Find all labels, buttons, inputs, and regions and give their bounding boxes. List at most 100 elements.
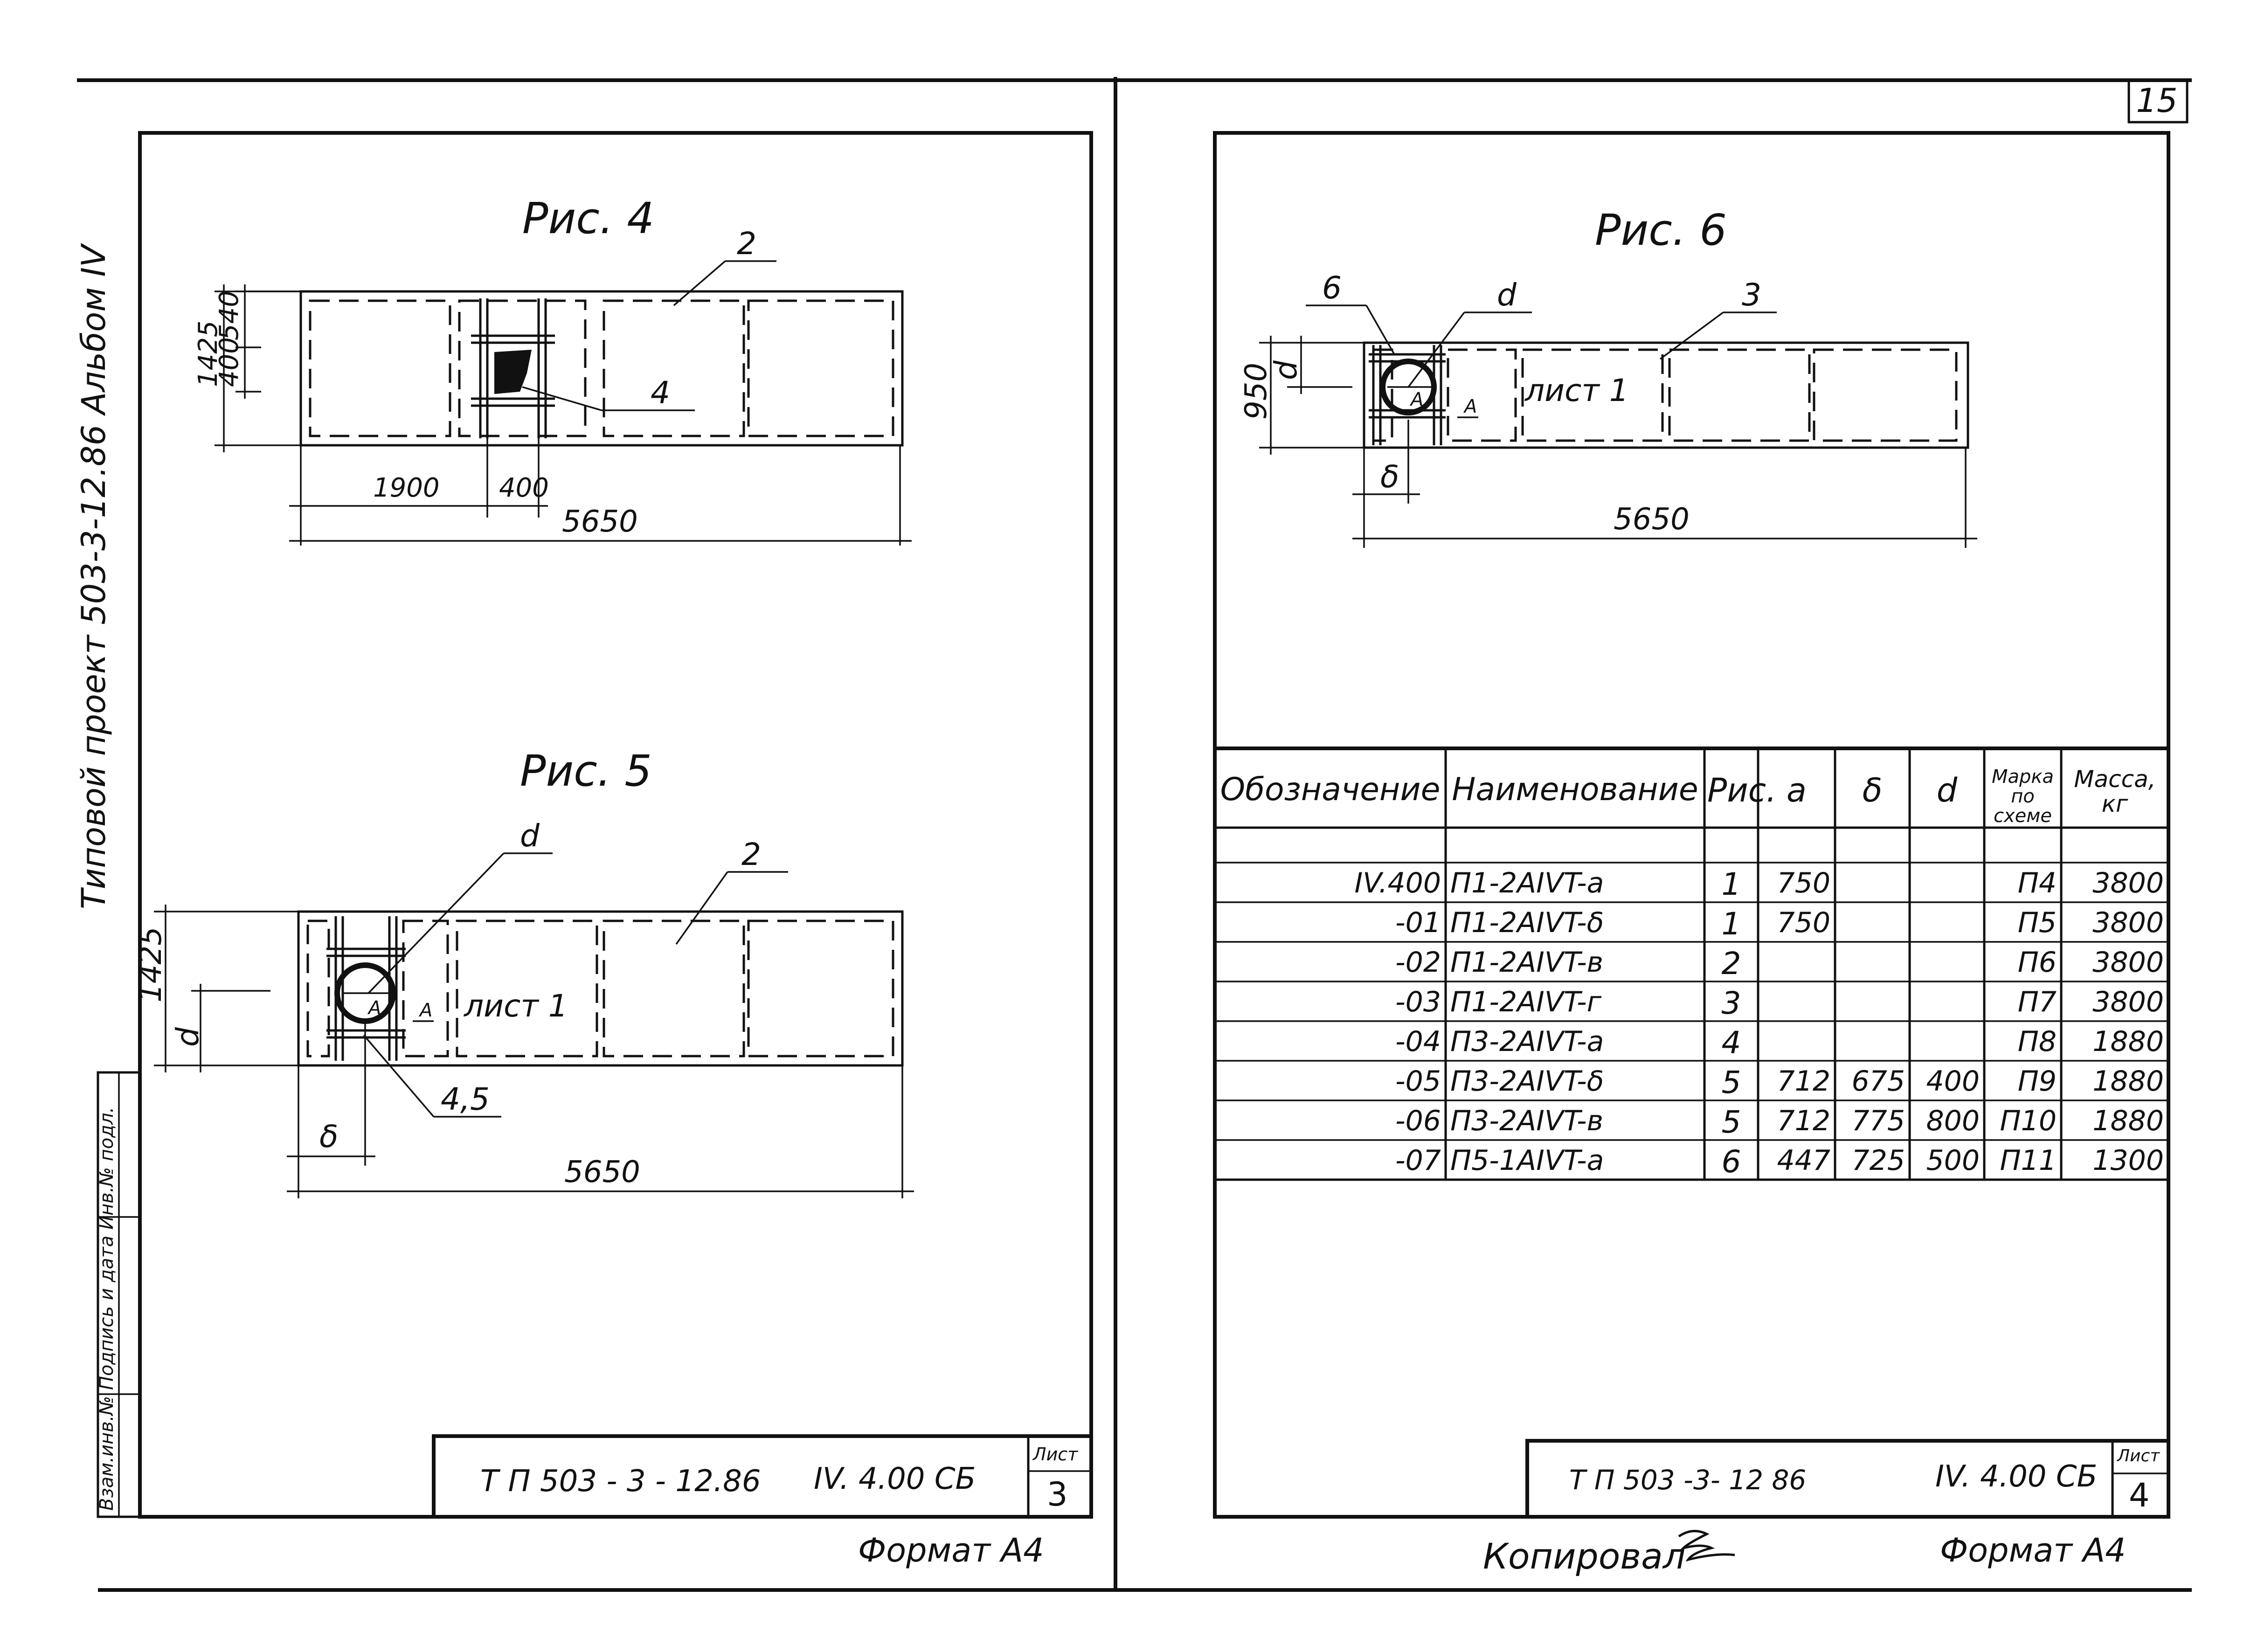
title-block-right — [1525, 1439, 2170, 1519]
svg-text:δ: δ — [1380, 459, 1399, 495]
svg-text:5650: 5650 — [562, 505, 638, 539]
table-cell: 725 — [1851, 1144, 1905, 1177]
table-cell: П5 — [2017, 906, 2057, 939]
table-cell: 447 — [1777, 1144, 1830, 1177]
left-frame — [138, 131, 1093, 1519]
table-cell: 750 — [1777, 906, 1830, 939]
signature — [1678, 1530, 1735, 1562]
table-cell: П3-2AIVT-в — [1450, 1105, 1604, 1137]
figure-4: Рис. 4 4 2 1425 540 400 — [193, 194, 912, 546]
table-cell: 775 — [1851, 1105, 1905, 1137]
table-header-cell: Марка по схеме — [1991, 766, 2054, 827]
table-header-cell: δ — [1862, 771, 1883, 809]
svg-text:A: A — [1463, 396, 1477, 417]
svg-text:2: 2 — [741, 836, 761, 872]
table-cell: -05 — [1395, 1065, 1441, 1098]
svg-text:d: d — [1268, 360, 1304, 380]
table-header-cell: Наименование — [1452, 771, 1698, 808]
table-cell: -07 — [1395, 1144, 1441, 1177]
table-cell: 1880 — [2092, 1065, 2164, 1098]
svg-text:δ: δ — [319, 1119, 338, 1154]
fig5-outline — [297, 910, 904, 1067]
stamp-left-sheet-no: 3 — [1047, 1475, 1068, 1514]
svg-text:2: 2 — [737, 226, 756, 262]
table-cell: -02 — [1395, 946, 1441, 979]
footer-format-left: Формат А4 — [858, 1531, 1044, 1569]
svg-text:6: 6 — [1322, 270, 1342, 306]
table-cell: 4 — [1721, 1025, 1741, 1061]
stamp-right-code: IV. 4.00 СБ — [1935, 1459, 2098, 1494]
svg-text:4,5: 4,5 — [441, 1081, 490, 1117]
table-cell: 3800 — [2092, 946, 2164, 979]
table-cell: П4 — [2017, 867, 2057, 899]
table-cell: 1880 — [2092, 1105, 2164, 1137]
sheet-number-box — [2127, 79, 2189, 124]
sheet-number: 15 — [2136, 82, 2177, 120]
fig6-round-opening — [1380, 359, 1437, 415]
table-cell: 3800 — [2092, 867, 2164, 899]
svg-text:d: d — [170, 1027, 206, 1047]
figure-6: Рис. 6 A A лист 1 6 d 3 950 — [1239, 205, 1977, 548]
table-cell: 750 — [1777, 867, 1830, 899]
svg-text:400: 400 — [214, 337, 244, 387]
fig4-caption: Рис. 4 — [522, 194, 654, 243]
table-cell: 6 — [1721, 1144, 1741, 1180]
table-cell: П5-1AIVT-а — [1450, 1144, 1604, 1177]
table-cell: -06 — [1395, 1105, 1441, 1137]
svg-text:540: 540 — [214, 290, 244, 340]
table-cell: П1-2AIVT-г — [1450, 986, 1602, 1018]
table-cell: -04 — [1395, 1025, 1441, 1058]
table-header-cell: d — [1936, 771, 1958, 809]
table-cell: 1880 — [2092, 1025, 2164, 1058]
table-cell: П1-2AIVT-в — [1450, 946, 1604, 979]
table-cell: П11 — [2000, 1144, 2057, 1177]
stamp-left-sheet-label: Лист — [1033, 1444, 1078, 1465]
table-header-cell: Рис. — [1707, 771, 1777, 809]
stamp-right-sheet-label: Лист — [2117, 1446, 2160, 1465]
specification-table — [1215, 747, 2168, 1181]
table-cell: П9 — [2017, 1065, 2057, 1098]
svg-text:3: 3 — [1742, 277, 1761, 313]
fig5-caption: Рис. 5 — [520, 746, 652, 796]
stamp-left-code: IV. 4.00 СБ — [814, 1462, 976, 1496]
table-cell: П3-2AIVT-δ — [1450, 1065, 1604, 1098]
footer-format-right: Формат А4 — [1940, 1531, 2126, 1569]
table-cell: 712 — [1777, 1065, 1830, 1098]
table-cell: 5 — [1721, 1064, 1741, 1100]
fig6-outline — [1363, 341, 1969, 449]
table-cell: 3800 — [2092, 906, 2164, 939]
table-cell: П10 — [2000, 1105, 2057, 1137]
stamp-right-project: Т П 503 -3- 12 86 — [1569, 1464, 1807, 1496]
svg-text:1425: 1425 — [134, 926, 168, 1002]
svg-text:лист 1: лист 1 — [1524, 373, 1629, 408]
table-cell: П3-2AIVT-а — [1450, 1025, 1604, 1058]
table-cell: П8 — [2017, 1025, 2057, 1058]
svg-text:5650: 5650 — [564, 1155, 640, 1189]
table-cell: IV.400 — [1354, 867, 1441, 899]
svg-text:5650: 5650 — [1614, 502, 1690, 537]
table-header-cell: Обозначение — [1220, 771, 1441, 808]
table-cell: П1-2AIVT-а — [1450, 867, 1604, 899]
svg-text:1900: 1900 — [373, 473, 440, 503]
svg-text:d: d — [520, 818, 540, 854]
fig4-outline — [299, 290, 904, 447]
table-cell: 500 — [1926, 1144, 1980, 1177]
svg-text:A: A — [418, 1000, 432, 1021]
approval-strip-text: Взам.инв.№ Подпись и дата Инв.№ подл. — [96, 1107, 118, 1511]
svg-text:лист 1: лист 1 — [463, 988, 568, 1024]
title-block-left — [432, 1434, 1093, 1519]
fig4-opening-fill — [494, 350, 532, 394]
table-cell: -03 — [1395, 986, 1441, 1018]
copied-by: Копировал — [1483, 1535, 1686, 1577]
table-cell: 2 — [1721, 946, 1741, 982]
table-cell: 5 — [1721, 1104, 1741, 1140]
fig4-opening — [486, 341, 540, 400]
svg-text:A: A — [1409, 389, 1423, 410]
svg-text:4: 4 — [651, 375, 670, 411]
table-cell: 1 — [1721, 906, 1741, 942]
table-cell: 675 — [1851, 1065, 1905, 1098]
svg-text:d: d — [1497, 277, 1517, 313]
svg-text:400: 400 — [499, 473, 549, 503]
table-header-cell: Масса, кг — [2074, 766, 2156, 817]
